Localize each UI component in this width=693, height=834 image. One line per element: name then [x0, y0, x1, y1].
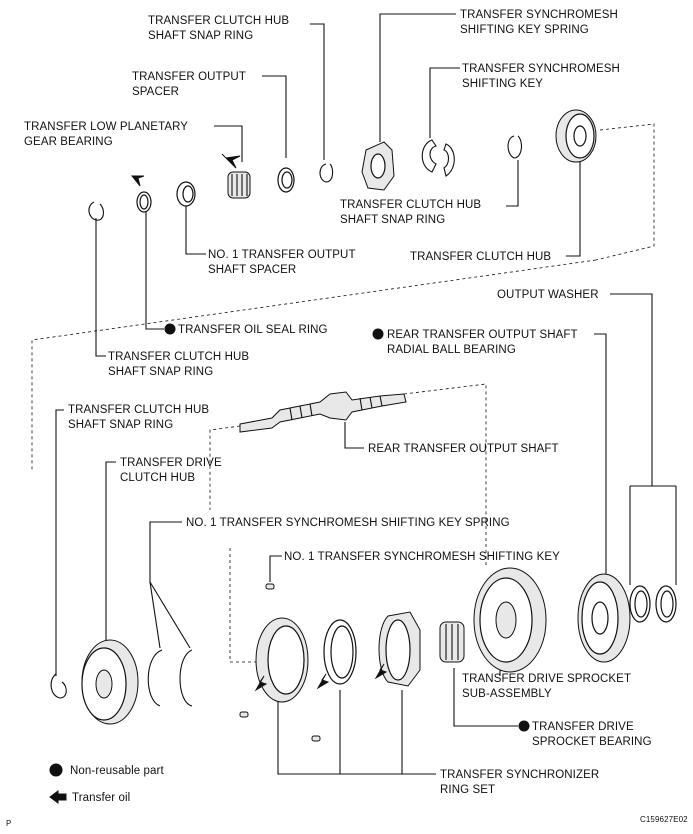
oil-arrow-bearing — [221, 153, 241, 169]
label-synchro-key: TRANSFER SYNCHROMESH SHIFTING KEY — [462, 63, 623, 90]
legend: Non-reusable part Transfer oil — [49, 763, 164, 804]
leader-snap-ring-left — [95, 218, 106, 357]
oil-arrow-seal — [130, 175, 145, 187]
part-oil-seal-ring-inner — [139, 194, 149, 210]
shaft-spline-5 — [369, 396, 373, 409]
label-drive-sprocket: TRANSFER DRIVE SPROCKET SUB-ASSEMBLY — [462, 673, 634, 700]
phantom-shaft-left — [209, 425, 241, 510]
part-drive-clutch-hub-bore — [95, 669, 113, 699]
shaft-spline-3 — [309, 403, 313, 417]
leader-no1-key-spring-branch — [149, 581, 161, 649]
part-key-small-2 — [311, 735, 321, 742]
leader-snap-ring-top — [310, 23, 325, 160]
part-synchronizer-middle-ring-inner — [330, 625, 354, 679]
label-synchronizer-ring-set: TRANSFER SYNCHRONIZER RING SET — [440, 769, 603, 796]
leader-drive-clutch-hub — [105, 461, 116, 640]
leader-lines — [55, 13, 677, 775]
label-no1-output-spacer: NO. 1 TRANSFER OUTPUT SHAFT SPACER — [208, 249, 359, 276]
leader-no1-output-spacer — [185, 206, 206, 255]
leader-low-planetary — [214, 125, 243, 162]
shaft-spline-2 — [299, 405, 303, 419]
upper-parts — [88, 109, 597, 221]
part-output-spacer-inner — [281, 171, 293, 189]
part-snap-ring-lower-left — [50, 673, 67, 699]
label-no1-key: NO. 1 TRANSFER SYNCHROMESH SHIFTING KEY — [284, 551, 560, 563]
lower-parts — [50, 567, 677, 742]
part-rear-radial-ball-bearing-bore — [591, 601, 609, 635]
part-snap-ring-right — [507, 135, 523, 159]
phantom-upper-diagonal — [31, 259, 597, 470]
label-no1-key-spring: NO. 1 TRANSFER SYNCHROMESH SHIFTING KEY … — [186, 517, 510, 529]
part-no1-output-spacer-inner — [182, 185, 194, 203]
label-oil-seal-ring: TRANSFER OIL SEAL RING — [178, 324, 328, 336]
transfer-oil-arrows — [130, 153, 388, 692]
leader-snap-ring-mid — [506, 160, 519, 207]
label-output-spacer: TRANSFER OUTPUT SPACER — [132, 71, 249, 98]
leader-snap-ring-lower — [55, 409, 64, 676]
corner-figure-id: C159627E02 — [640, 815, 688, 824]
corner-page-letter: P — [6, 819, 11, 828]
part-rear-output-shaft — [239, 391, 407, 433]
label-rear-bearing: REAR TRANSFER OUTPUT SHAFT RADIAL BALL B… — [387, 329, 581, 356]
leader-output-washer — [610, 293, 653, 486]
non-reusable-dot-oil-seal — [164, 323, 176, 335]
part-key-spring-b — [179, 649, 193, 707]
label-synchro-key-spring: TRANSFER SYNCHROMESH SHIFTING KEY SPRING — [460, 9, 621, 36]
part-snap-ring-small — [319, 163, 334, 183]
leader-synchro-key-spring — [379, 13, 456, 142]
label-sprocket-bearing: TRANSFER DRIVE SPROCKET BEARING — [532, 721, 652, 748]
oil-arrow-ring-1 — [254, 675, 268, 692]
non-reusable-dot-sprocket-bearing — [518, 720, 530, 732]
part-synchro-key-spring-hole — [370, 153, 386, 179]
part-output-washer-b-inner — [660, 590, 674, 618]
leader-no1-key — [269, 555, 282, 582]
non-reusable-dot-rear-bearing — [372, 328, 384, 340]
label-drive-clutch-hub: TRANSFER DRIVE CLUTCH HUB — [120, 457, 225, 484]
rear-output-shaft — [239, 391, 407, 433]
legend-non-reusable: Non-reusable part — [70, 765, 164, 777]
legend-dot-icon — [49, 763, 63, 777]
label-snap-ring-mid: TRANSFER CLUTCH HUB SHAFT SNAP RING — [340, 199, 484, 226]
leader-synchro-key — [429, 67, 460, 138]
part-shifting-key-small — [265, 583, 275, 590]
shaft-spline-4 — [359, 397, 363, 411]
part-snap-ring-top-left — [88, 201, 105, 221]
part-key-spring-a — [147, 649, 163, 707]
part-synchronizer-inner-ring-face — [385, 619, 411, 681]
label-snap-ring-top: TRANSFER CLUTCH HUB SHAFT SNAP RING — [148, 15, 292, 42]
leader-no1-key-spring-h — [149, 521, 182, 582]
part-drive-sprocket-bore — [495, 601, 517, 639]
label-clutch-hub: TRANSFER CLUTCH HUB — [410, 251, 551, 263]
part-key-small-1 — [239, 711, 249, 718]
oil-arrow-ring-2 — [316, 673, 330, 690]
part-low-planetary-bearing — [227, 171, 251, 199]
label-snap-ring-left: TRANSFER CLUTCH HUB SHAFT SNAP RING — [108, 351, 252, 378]
part-shifting-key-left — [421, 139, 437, 173]
shaft-spline-1 — [289, 407, 293, 421]
leader-rear-output-shaft — [344, 422, 364, 449]
label-output-washer: OUTPUT WASHER — [497, 289, 599, 301]
labels: TRANSFER CLUTCH HUB SHAFT SNAP RING TRAN… — [24, 9, 652, 796]
phantom-upper-right — [595, 123, 655, 261]
label-low-planetary-bearing: TRANSFER LOW PLANETARY GEAR BEARING — [24, 121, 191, 148]
part-clutch-hub-bore — [573, 125, 587, 147]
leader-output-spacer — [262, 75, 287, 158]
legend-transfer-oil: Transfer oil — [72, 792, 130, 804]
leader-rear-bearing — [594, 333, 607, 582]
leader-oil-seal — [145, 210, 164, 330]
oil-arrow-ring-3 — [374, 663, 388, 680]
shaft-spline-6 — [379, 395, 383, 407]
part-output-washer-a-inner — [634, 590, 648, 618]
part-shifting-key-right — [443, 143, 455, 177]
label-rear-output-shaft: REAR TRANSFER OUTPUT SHAFT — [368, 443, 559, 455]
label-snap-ring-lower: TRANSFER CLUTCH HUB SHAFT SNAP RING — [68, 404, 212, 431]
leader-no1-key-spring-branch2 — [149, 581, 191, 649]
legend-oil-arrow-icon — [49, 790, 67, 804]
part-synchronizer-outer-ring-inner — [267, 625, 305, 695]
leader-sprocket-bearing — [453, 668, 518, 727]
leader-clutch-hub — [566, 160, 581, 257]
